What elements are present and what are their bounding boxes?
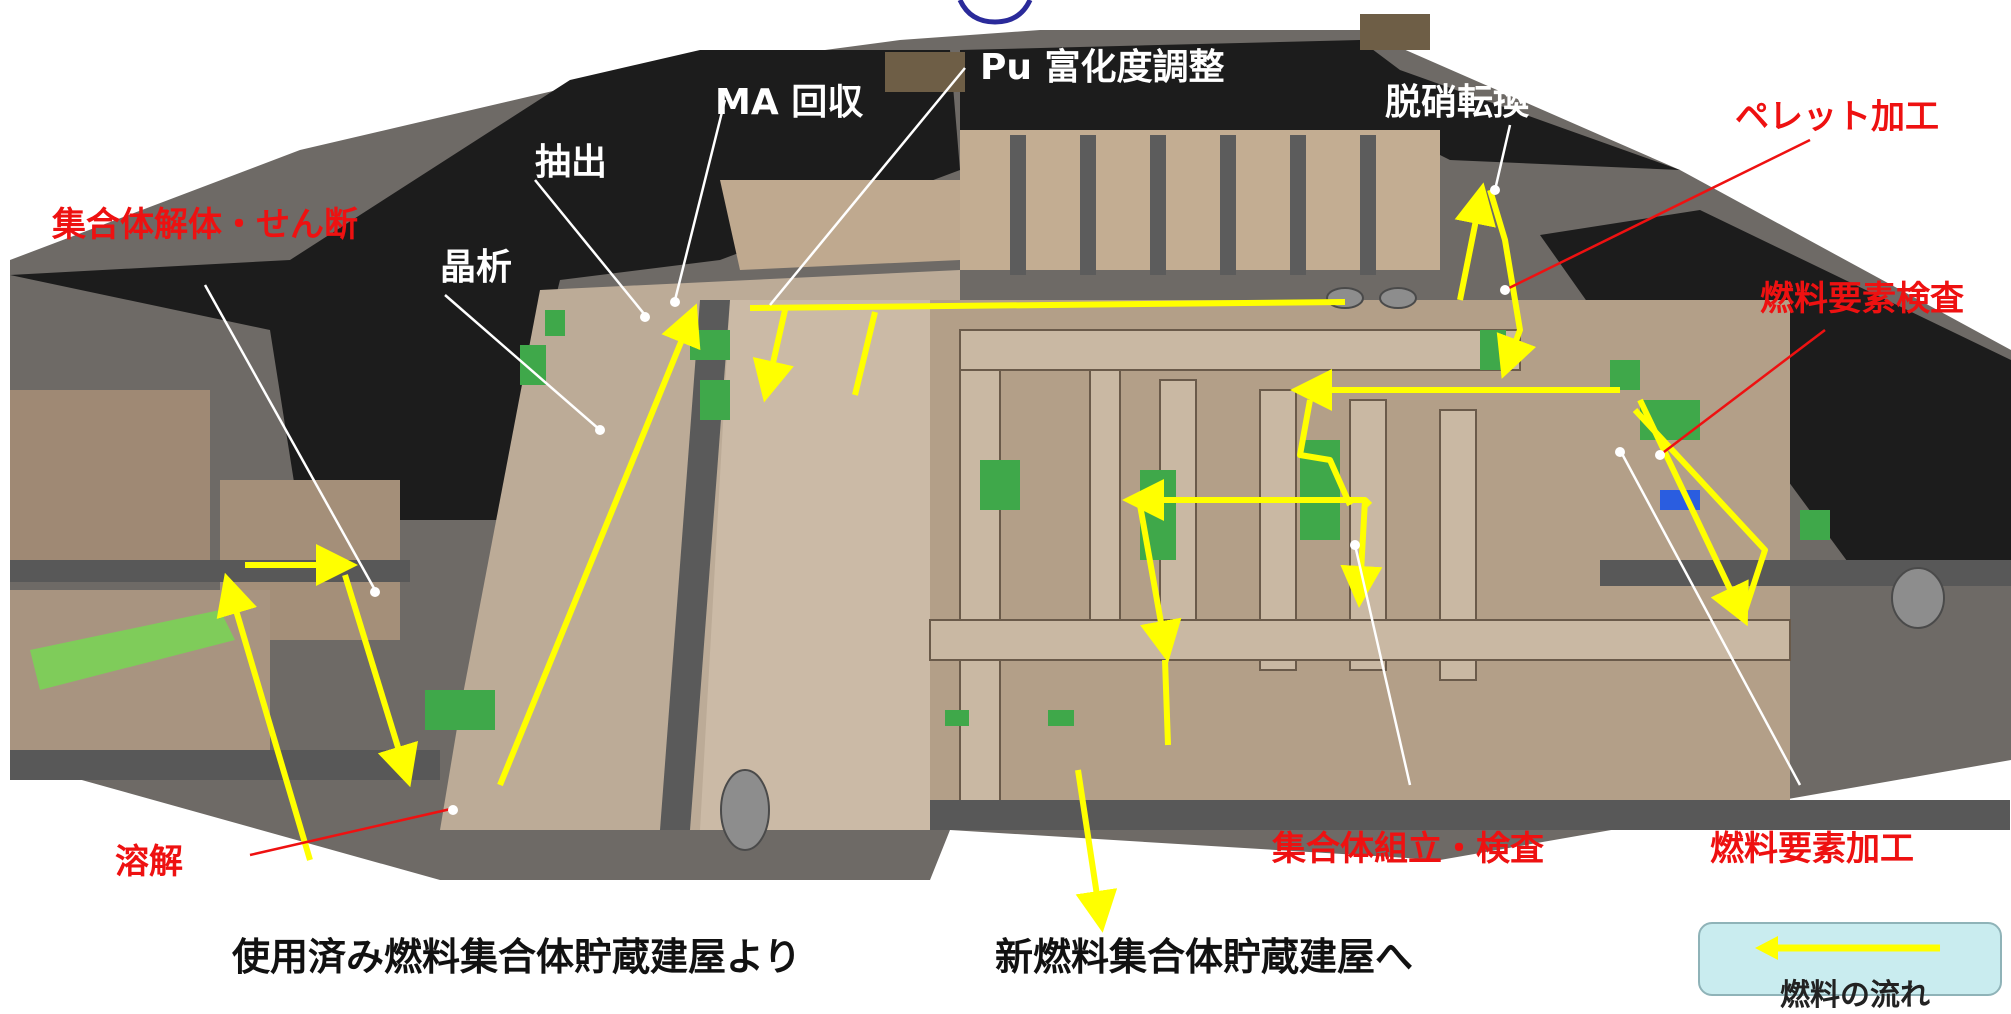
flow-arrow-up-right bbox=[1454, 182, 1496, 301]
lower-floor-slab bbox=[930, 800, 2010, 830]
tanks bbox=[720, 287, 1945, 851]
green-panel bbox=[30, 610, 235, 690]
flow-arrow-assembly-2 bbox=[1162, 659, 1171, 746]
legend: 燃料の流れ bbox=[1698, 922, 2002, 1013]
flow-arrow-down-left bbox=[342, 574, 419, 788]
roof-stack bbox=[1360, 14, 1430, 50]
flow-arrow-assembly bbox=[1137, 504, 1182, 663]
flow-arrow-drop-2 bbox=[852, 311, 878, 396]
label-element-inspection: 燃料要素検査 bbox=[1760, 279, 1964, 319]
label-crystallization: 晶析 bbox=[440, 247, 513, 288]
flow-arrow-inner-down bbox=[1297, 399, 1353, 507]
label-dissolution: 溶解 bbox=[115, 842, 183, 882]
red-leader-lines bbox=[249, 138, 1826, 857]
left-wing-floor-2 bbox=[10, 560, 410, 582]
leader-lines bbox=[203, 67, 1802, 786]
roof-left bbox=[10, 50, 960, 520]
label-to-new-fuel-storage: 新燃料集合体貯蔵建屋へ bbox=[995, 935, 1414, 979]
flow-arrow-diagonal bbox=[497, 303, 701, 787]
legend-label: 燃料の流れ bbox=[1780, 978, 1930, 1013]
upper-corridor-left bbox=[720, 180, 960, 270]
right-floor-slab bbox=[1600, 560, 2011, 586]
roof-center bbox=[960, 40, 1680, 170]
label-extraction: 抽出 bbox=[535, 142, 608, 183]
label-from-spent-fuel-storage: 使用済み燃料集合体貯蔵建屋より bbox=[232, 935, 802, 979]
flow-arrow-zig-right bbox=[1632, 407, 1768, 621]
top-brace bbox=[957, 0, 1033, 25]
label-ma-recovery: MA 回収 bbox=[715, 82, 864, 123]
process-hall-floor bbox=[700, 300, 960, 830]
label-pellet-fabrication: ペレット加工 bbox=[1735, 97, 1939, 137]
left-wing-room-1 bbox=[10, 390, 210, 560]
label-element-fabrication: 燃料要素加工 bbox=[1710, 829, 1914, 869]
flow-arrow-drop-1 bbox=[752, 309, 794, 403]
upper-columns bbox=[1010, 135, 1376, 275]
roof-box bbox=[885, 52, 965, 92]
left-wing-floor bbox=[10, 750, 440, 780]
facility-cutaway-diagram bbox=[10, 0, 2011, 933]
label-assembly-inspection: 集合体組立・検査 bbox=[1272, 829, 1544, 869]
flow-arrow-out bbox=[1075, 769, 1118, 933]
flow-arrow-in bbox=[216, 572, 313, 861]
cell-walls bbox=[929, 329, 1791, 811]
flow-arrow-top-run bbox=[749, 299, 1346, 311]
legend-arrow-icon bbox=[1755, 936, 1940, 960]
label-pu-enrichment: Pu 富化度調整 bbox=[980, 47, 1225, 88]
label-denitration: 脱硝転換 bbox=[1385, 82, 1530, 123]
label-disassembly-shearing: 集合体解体・せん断 bbox=[52, 205, 358, 245]
leader-dots bbox=[370, 185, 1665, 815]
process-hall-wall bbox=[660, 300, 730, 830]
